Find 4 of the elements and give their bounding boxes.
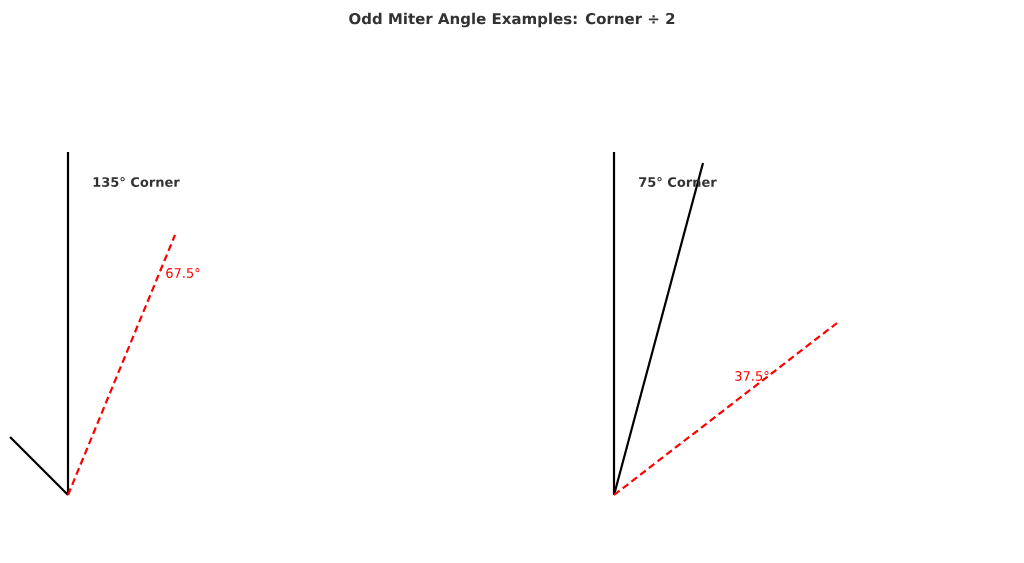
title: Odd Miter Angle Examples: Corner ÷ 2 (349, 12, 675, 28)
corner-label: 135° Corner (93, 177, 180, 187)
angle-label: 37.5° (735, 371, 769, 381)
angle-label: 67.5° (166, 268, 200, 278)
